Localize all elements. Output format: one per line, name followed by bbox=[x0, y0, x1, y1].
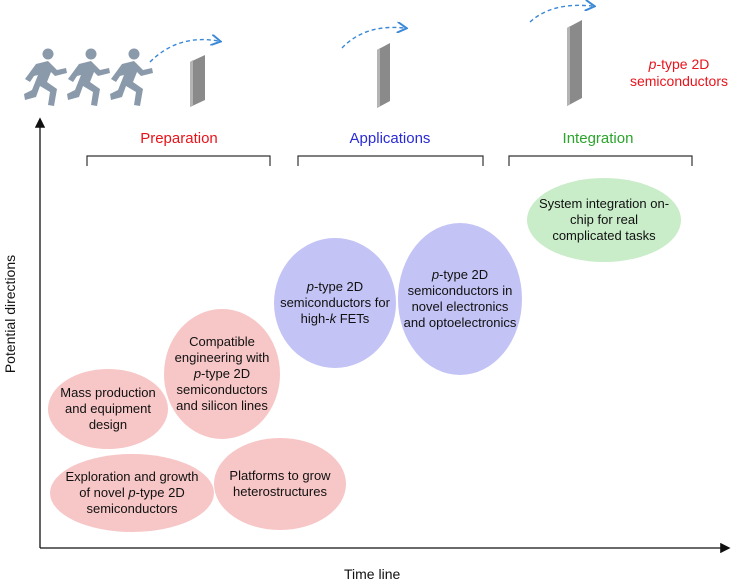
ellipse-compatible bbox=[164, 309, 280, 439]
ellipse-system-integration bbox=[527, 178, 681, 262]
running-person-icon bbox=[110, 48, 153, 106]
y-axis-label: Potential directions bbox=[2, 254, 18, 374]
hurdle-wall-icon bbox=[377, 43, 390, 108]
dashed-curved-arrow-icon bbox=[341, 27, 404, 49]
ellipse-high-k bbox=[274, 238, 396, 368]
stage-label-applications: Applications bbox=[349, 130, 431, 147]
hurdle-wall-icon bbox=[190, 55, 205, 107]
dashed-curved-arrow-icon bbox=[529, 5, 592, 23]
bracket-applications bbox=[297, 155, 484, 166]
stage-label-integration: Integration bbox=[562, 130, 634, 147]
stage-label-preparation: Preparation bbox=[140, 130, 218, 147]
hurdle-wall-icon bbox=[567, 20, 582, 106]
ellipse-novel-electronics bbox=[398, 223, 522, 375]
bracket-integration bbox=[508, 155, 693, 166]
ellipse-platforms bbox=[214, 438, 346, 530]
x-axis-label: Time line bbox=[344, 566, 401, 582]
dashed-curved-arrow-icon bbox=[149, 40, 218, 63]
running-person-icon bbox=[24, 48, 67, 106]
title-italic: p bbox=[648, 56, 657, 72]
bracket-preparation bbox=[86, 155, 271, 166]
title-line2: semiconductors bbox=[629, 73, 729, 89]
title-line1: -type 2D bbox=[656, 56, 710, 72]
ellipse-mass-production bbox=[48, 369, 168, 449]
diagram-title: p-type 2D semiconductors bbox=[624, 56, 734, 90]
ellipse-exploration bbox=[50, 454, 214, 532]
running-person-icon bbox=[67, 48, 110, 106]
